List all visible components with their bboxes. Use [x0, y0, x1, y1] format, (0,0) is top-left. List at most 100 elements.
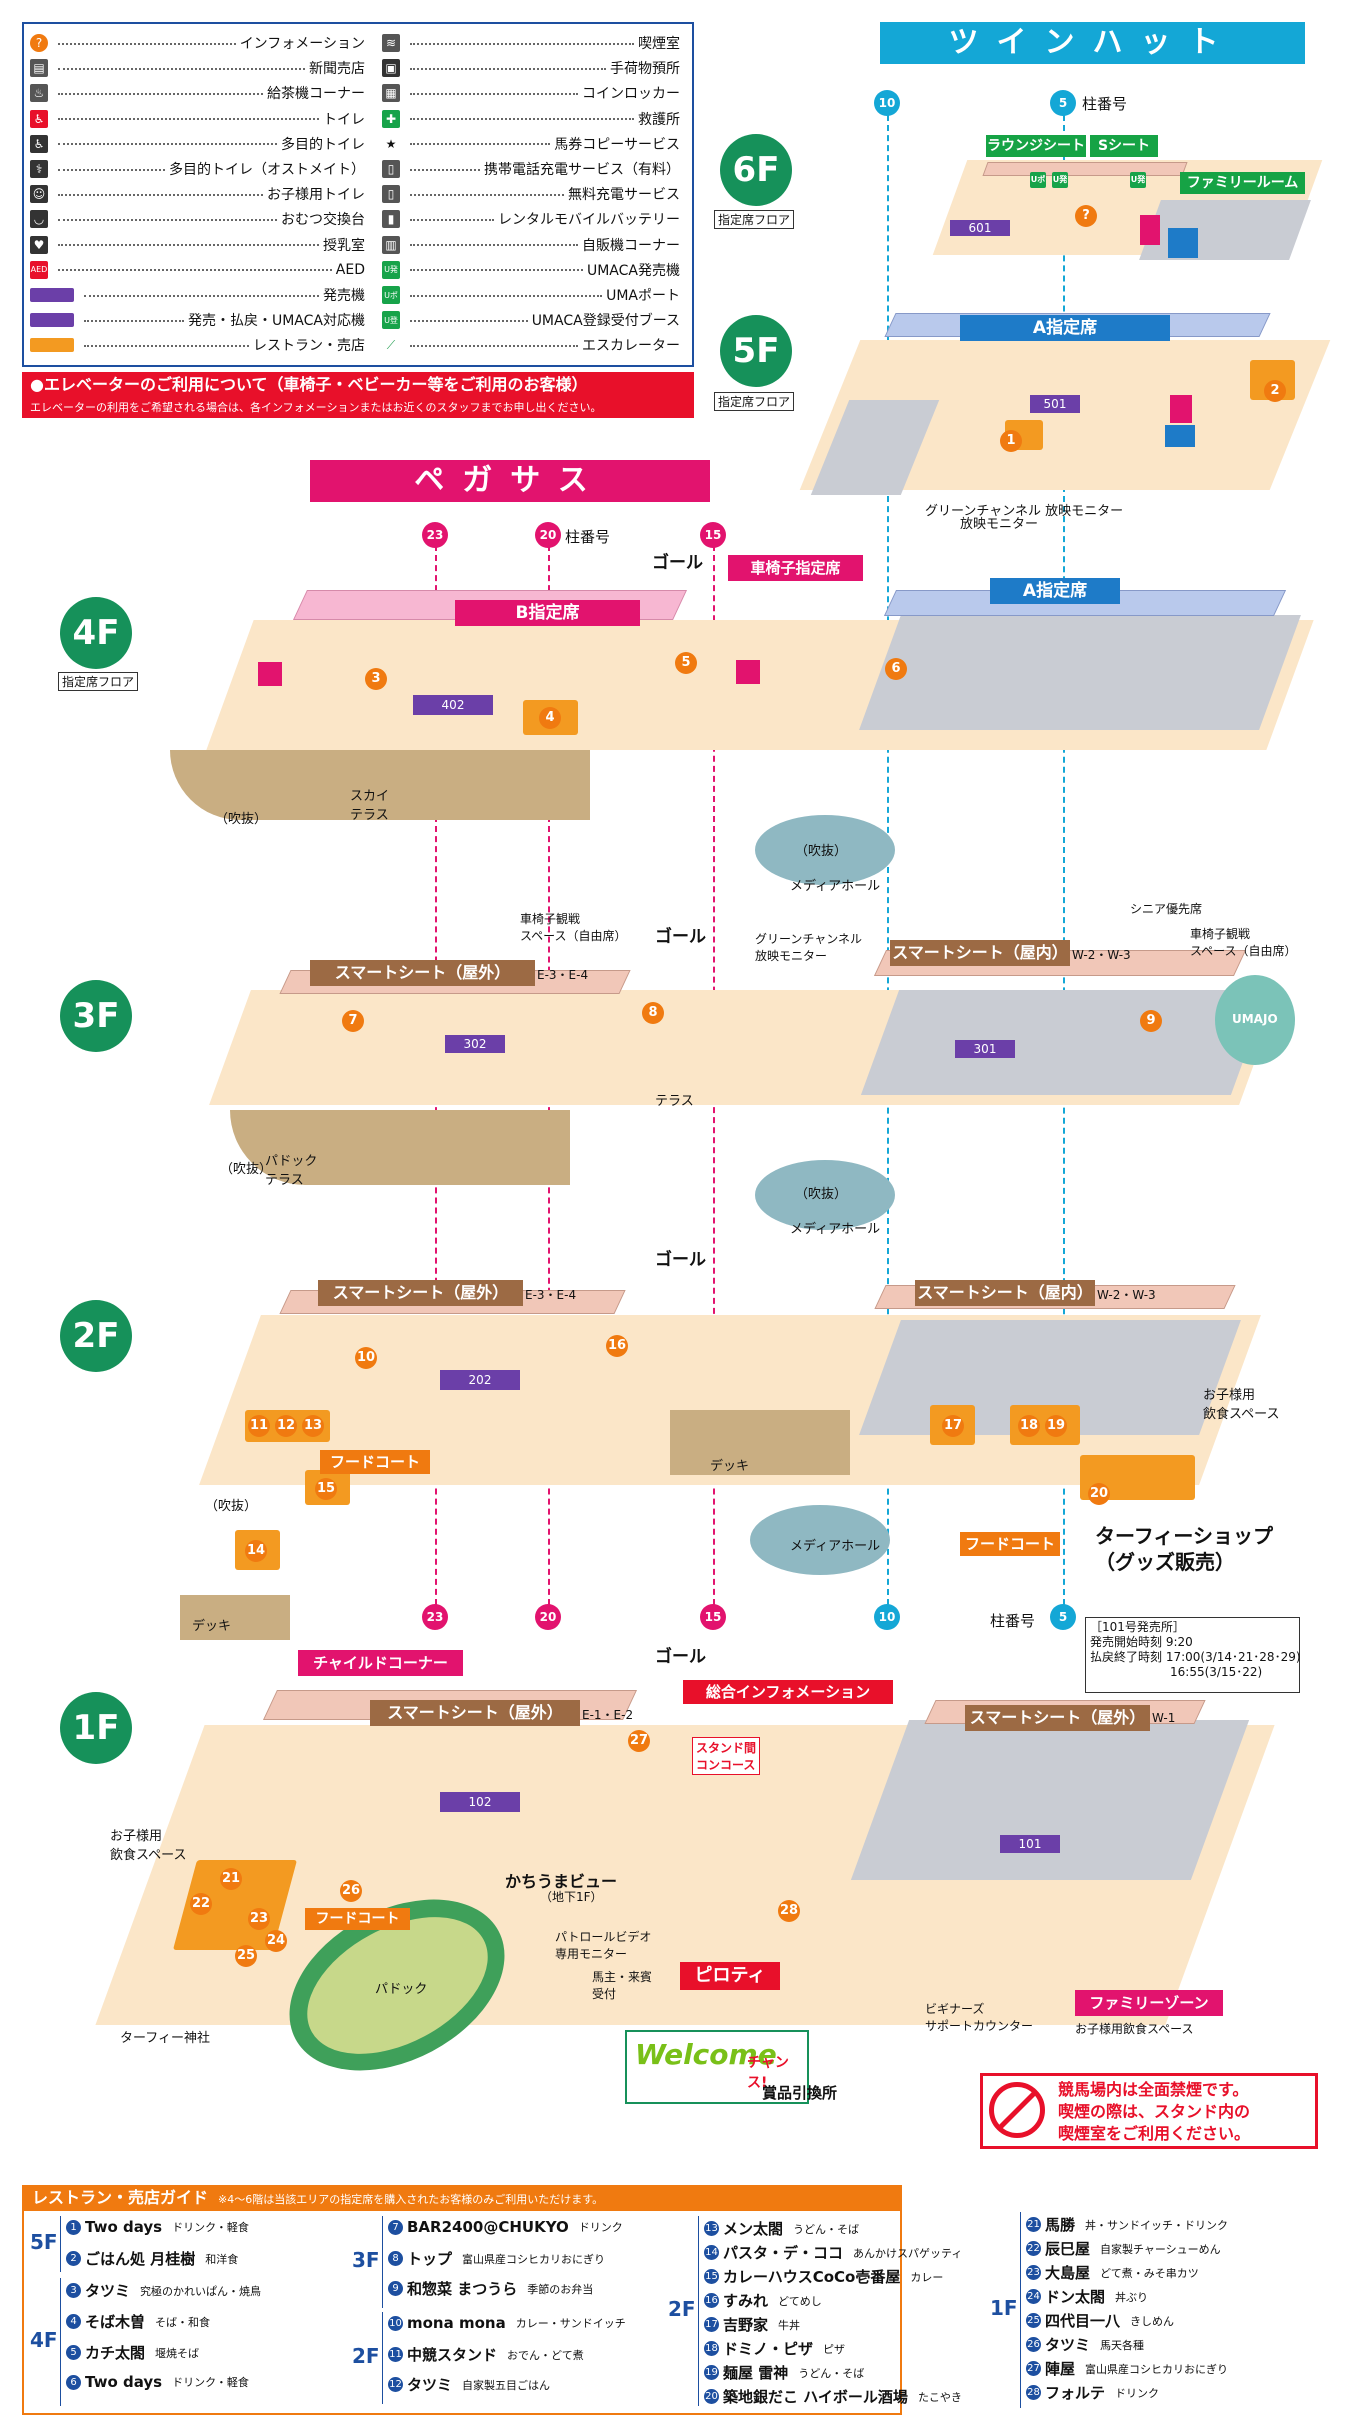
guide-item-desc: ドリンク・軽食	[172, 2221, 249, 2234]
guide-item-number: 17	[704, 2317, 719, 2332]
guide-item-number: 5	[66, 2345, 81, 2360]
restaurant-icon	[30, 338, 74, 353]
legend-item: ≋喫煙室	[382, 32, 680, 54]
restaurant-24-number: 24	[265, 1930, 287, 1952]
piloti-label: ピロティ	[680, 1962, 780, 1990]
legend-label: 発売・払戻・UMACA対応機	[187, 313, 365, 330]
legend-item: ⚕多目的トイレ（オストメイト）	[30, 158, 365, 180]
floor-4f-note: 指定席フロア	[58, 672, 139, 691]
legend-label: 給茶機コーナー	[267, 86, 365, 103]
guide-item-number: 26	[1026, 2337, 1041, 2352]
guide-item-name: タツミ	[85, 2282, 131, 2300]
guide-title-text: レストラン・売店ガイド	[32, 2188, 209, 2207]
floor-5f-badge: 5F	[720, 315, 792, 387]
luggage-icon: ▣	[382, 59, 400, 78]
legend-item: ⟋エスカレーター	[382, 334, 680, 356]
green-channel-label-5f: グリーンチャンネル 放映モニター	[925, 504, 1124, 519]
floor-4f-grey-east	[859, 615, 1301, 730]
kachiuma-view-sub: （地下1F）	[540, 1890, 603, 1904]
goal-label-1f: ゴール	[655, 1647, 706, 1667]
restaurant-28-number: 28	[778, 1900, 800, 1922]
owner-reception-label: 馬主・来賓 受付	[592, 1970, 653, 2001]
legend-item: ◡おむつ交換台	[30, 208, 365, 230]
phone-charge-icon: ▯	[382, 160, 400, 178]
legend-item: ▮レンタルモバイルバッテリー	[382, 208, 680, 230]
ticket-machine-icon	[30, 288, 74, 302]
guide-item-desc: ピザ	[823, 2342, 846, 2356]
pillar-5-marker-bottom: 5	[1050, 1604, 1076, 1630]
legend-item: ★馬券コピーサービス	[382, 133, 680, 155]
guide-item-name: 築地銀だこ ハイボール酒場	[723, 2388, 908, 2406]
guide-item-desc: あんかけスパゲッティ	[853, 2246, 963, 2260]
smoking-icon: ≋	[382, 34, 400, 52]
family-zone-label: ファミリーゾーン	[1075, 1990, 1223, 2016]
floor-6f-grey-zone	[1139, 200, 1311, 260]
kids-food-space-2f: お子様用 飲食スペース	[1203, 1388, 1280, 1422]
tea-icon: ♨	[30, 84, 48, 103]
guide-item-number: 21	[1026, 2217, 1041, 2232]
floor-6f-accessible-toilet	[1168, 228, 1198, 258]
accessible-icon: ♿	[30, 134, 48, 153]
guide-item-number: 25	[1026, 2313, 1041, 2328]
guide-item-number: 16	[704, 2293, 719, 2308]
newspaper-icon: ▤	[30, 59, 48, 78]
family-zone-sub: お子様用飲食スペース	[1075, 2022, 1194, 2036]
guide-floor-label: 5F	[30, 2230, 58, 2254]
smart-seat-outer-2f: スマートシート（屋外）	[318, 1280, 523, 1306]
media-hall-area-2f	[750, 1505, 890, 1575]
elevator-notice-title: ●エレベーターのご利用について（車椅子・ベビーカー等をご利用のお客様）	[22, 372, 694, 398]
guide-item-name: 吉野家	[723, 2316, 769, 2334]
pillar-number-label-pegasus: 柱番号	[565, 528, 611, 546]
nursing-icon: ♥	[30, 235, 48, 254]
kids-toilet-icon: ☺	[30, 185, 48, 204]
a-seat-label-4f: A指定席	[990, 578, 1120, 604]
guide-item-number: 11	[388, 2347, 403, 2362]
legend-label: 馬券コピーサービス	[554, 136, 680, 153]
guide-item-number: 2	[66, 2251, 81, 2266]
restaurant-9-number: 9	[1140, 1010, 1162, 1032]
room-402: 402	[413, 695, 493, 715]
guide-item-desc: どてめし	[778, 2294, 822, 2308]
restaurant-25-number: 25	[235, 1945, 257, 1967]
no-smoking-line3: 喫煙室をご利用ください。	[1058, 2124, 1251, 2143]
floor-6f-info-icon: ?	[1075, 205, 1097, 227]
guide-item-desc: おでん・どて煮	[507, 2348, 584, 2362]
restaurant-19-number: 19	[1045, 1415, 1067, 1437]
guide-item-name: 馬勝	[1045, 2216, 1076, 2234]
legend-label: 多目的トイレ	[281, 136, 365, 153]
guide-item-desc: カレー・サンドイッチ	[515, 2317, 626, 2330]
smart-seat-outer-1f: スマートシート（屋外）	[370, 1700, 580, 1726]
media-hall-label-4f: メディアホール	[790, 879, 881, 894]
wheelchair-seat-label: 車椅子指定席	[728, 555, 863, 581]
umaca-reg-icon: U登	[382, 311, 400, 330]
pillar-line-5-top	[1063, 105, 1065, 1615]
paddock-terrace-label: パドック テラス	[265, 1154, 318, 1188]
restaurant-3-number: 3	[365, 668, 387, 690]
guide-item-number: 24	[1026, 2289, 1041, 2304]
legend-item: ♿ 多目的トイレ	[30, 133, 365, 155]
guide-item-desc: どて煮・みそ串カツ	[1100, 2266, 1199, 2280]
smart-seat-inner-3f: スマートシート（屋内）	[890, 940, 1070, 966]
legend-label: トイレ	[323, 111, 365, 128]
umaport-icon: Uポ	[382, 286, 400, 304]
restaurant-11-number: 11	[248, 1415, 270, 1437]
guide-item-name: ドン太閤	[1045, 2288, 1106, 2306]
lounge-seat-label: ラウンジシート	[986, 135, 1086, 157]
guide-item-number: 28	[1026, 2385, 1041, 2400]
guide-item-desc: 牛丼	[778, 2318, 801, 2332]
info-icon: ?	[30, 34, 48, 52]
legend-item: ▥自販機コーナー	[382, 234, 680, 256]
floor-6f-badge: 6F	[720, 134, 792, 206]
paddock-terrace-area	[230, 1110, 570, 1185]
wheelchair-view-3f-east: 車椅子観戦 スペース（自由席）	[1190, 927, 1297, 958]
